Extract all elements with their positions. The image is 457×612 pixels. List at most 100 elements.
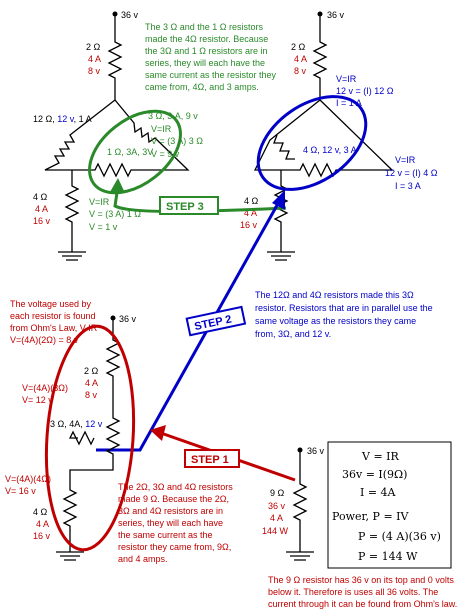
svg-text:series, they will each have: series, they will each have (118, 518, 223, 528)
tr-r4-current: 4 A (244, 208, 257, 218)
top-left-circuit (44, 11, 190, 261)
mid-r2-voltage: 8 v (85, 390, 98, 400)
svg-text:the 3Ω and 1 Ω resistors are: the 3Ω and 1 Ω resistors are in (145, 46, 268, 56)
tl-r3-eq-2: V = (3 A) 3 Ω (151, 136, 203, 146)
tr-r12-eq-2: 12 v = (I) 12 Ω (336, 86, 394, 96)
mid-9ohm-note: The 2Ω, 3Ω and 4Ω resistors made 9 Ω. Be… (118, 482, 233, 564)
svg-text:made 9 Ω. Because the 2Ω,: made 9 Ω. Because the 2Ω, (118, 494, 229, 504)
svg-text:resistor. Resistors that are i: resistor. Resistors that are in parallel… (255, 303, 433, 313)
bottom-circuit (286, 447, 314, 561)
svg-text:The voltage used by: The voltage used by (10, 299, 92, 309)
svg-text:the same current as the: the same current as the (118, 530, 213, 540)
bot-r9-voltage: 36 v (268, 501, 286, 511)
svg-text:The 12Ω and 4Ω resistors made: The 12Ω and 4Ω resistors made this 3Ω (255, 290, 414, 300)
eq-line-6: P = 144 W (358, 550, 418, 563)
eq-line-1: V = IR (361, 450, 399, 463)
eq-line-3: I = 4A (360, 486, 397, 499)
bot-r9-current: 4 A (270, 513, 283, 523)
tl-r3-eq-3: V = 9 v (151, 149, 180, 159)
mid-source-voltage: 36 v (119, 314, 137, 324)
tr-r4-label: 4 Ω (244, 196, 259, 206)
mid-step2-note: The 12Ω and 4Ω resistors made this 3Ω re… (255, 290, 433, 339)
step2-arrow (96, 199, 282, 452)
svg-text:from Ohm's Law, V-IR: from Ohm's Law, V-IR (10, 323, 98, 333)
top-right-circuit (253, 11, 394, 261)
tl-source-voltage: 36 v (121, 10, 139, 20)
tr-r4b-eq-2: 12 v = (I) 4 Ω (385, 168, 438, 178)
tl-r1-eq-3: V = 1 v (89, 222, 118, 232)
tr-r4b-label: 4 Ω, 12 v, 3 A (303, 145, 357, 155)
svg-text:same current as the resistor t: same current as the resistor they (145, 70, 277, 80)
tl-r3-eq-1: V=IR (151, 124, 172, 134)
mid-r4-voltage: 16 v (33, 531, 51, 541)
step2-blue-ellipse (256, 95, 368, 191)
step3-arrowhead (110, 178, 125, 193)
bot-r9-power: 144 W (262, 526, 289, 536)
tl-r1-eq-2: V = (3 A) 1 Ω (89, 209, 141, 219)
step1-red-ellipse (44, 324, 136, 552)
svg-text:current through it can be foun: current through it can be found from Ohm… (268, 599, 457, 609)
tr-source-voltage: 36 v (327, 10, 345, 20)
svg-text:V=(4A)(2Ω) = 8 v: V=(4A)(2Ω) = 8 v (10, 335, 79, 345)
step1-box (184, 449, 240, 468)
tr-r4-voltage: 16 v (240, 220, 258, 230)
svg-text:each resistor is found: each resistor is found (10, 311, 96, 321)
tr-r4b-eq-1: V=IR (395, 155, 416, 165)
step3-green-ellipse (88, 109, 182, 195)
step3-box (159, 196, 219, 215)
mid-r2-current: 4 A (85, 378, 98, 388)
eq-line-4: Power, P = IV (332, 510, 410, 523)
svg-text:below it. Therefore is uses al: below it. Therefore is uses all 36 volts… (268, 587, 438, 597)
svg-text:The 2Ω, 3Ω and 4Ω resistors: The 2Ω, 3Ω and 4Ω resistors (118, 482, 233, 492)
svg-text:and 4 amps.: and 4 amps. (118, 554, 168, 564)
mid-r4-current: 4 A (36, 519, 49, 529)
step2-box (185, 305, 247, 337)
step1-arrowhead (150, 425, 166, 441)
mid-eq3-1: V=(4A)(4Ω) (5, 474, 51, 484)
mid-r3-label: 3 Ω, 4A, 12 v (50, 419, 103, 429)
eq-line-2: 36v = I(9Ω) (342, 468, 407, 481)
svg-text:from, 3Ω, and 12 v.: from, 3Ω, and 12 v. (255, 329, 331, 339)
tl-r4-label: 4 Ω (33, 192, 48, 202)
tr-r2-current: 4 A (294, 54, 307, 64)
eq-line-5: P = (4 A)(36 v) (358, 530, 441, 543)
svg-text:series, they will each have th: series, they will each have the (145, 58, 265, 68)
svg-text:3Ω and 4Ω resistors are in: 3Ω and 4Ω resistors are in (118, 506, 223, 516)
tr-r12-eq-1: V=IR (336, 74, 357, 84)
step2-box-group: STEP 2 (185, 305, 247, 337)
mid-r2-label: 2 Ω (84, 366, 99, 376)
svg-text:came from, 4Ω, and 3 amps.: came from, 4Ω, and 3 amps. (145, 82, 259, 92)
tl-r2-current: 4 A (88, 54, 101, 64)
svg-text:made the 4Ω resistor. Because: made the 4Ω resistor. Because (145, 34, 268, 44)
step3-label: STEP 3 (166, 201, 204, 213)
tl-r4-voltage: 16 v (33, 216, 51, 226)
svg-text:The 3 Ω and the 1 Ω resistors: The 3 Ω and the 1 Ω resistors (145, 22, 264, 32)
mid-eq2-2: V= 12 v (22, 395, 53, 405)
step2-arrowhead (272, 190, 285, 210)
svg-text:same voltage as the resistors: same voltage as the resistors they came (255, 316, 416, 326)
mid-eq3-2: V= 16 v (5, 486, 36, 496)
middle-circuit (56, 315, 121, 561)
tl-r12-label: 12 Ω, 12 v, 1 A (33, 114, 92, 124)
bot-source-voltage: 36 v (307, 446, 325, 456)
step1-label: STEP 1 (191, 454, 229, 466)
mid-eq2-1: V=(4A)(3Ω) (22, 383, 68, 393)
mid-voltage-note: The voltage used by each resistor is fou… (10, 299, 98, 345)
tr-r12-eq-3: I = 1 A (336, 98, 362, 108)
equation-box (327, 441, 452, 569)
mid-r4-label: 4 Ω (33, 507, 48, 517)
tl-note: The 3 Ω and the 1 Ω resistors made the 4… (145, 22, 277, 92)
tl-r1-eq-1: V=IR (89, 197, 110, 207)
tr-r2-voltage: 8 v (294, 66, 307, 76)
svg-text:resistor they came from, 9Ω,: resistor they came from, 9Ω, (118, 542, 231, 552)
bot-r9-label: 9 Ω (270, 488, 285, 498)
tl-r2-voltage: 8 v (88, 66, 101, 76)
bottom-note: The 9 Ω resistor has 36 v on its top and… (268, 575, 457, 609)
svg-text:The 9 Ω resistor has 36 v on i: The 9 Ω resistor has 36 v on its top and… (268, 575, 454, 585)
tl-r4-current: 4 A (35, 204, 48, 214)
tr-r4b-eq-3: I = 3 A (395, 181, 421, 191)
tr-r2-label: 2 Ω (291, 42, 306, 52)
tl-r1-label: 1 Ω, 3A, 3V (107, 147, 153, 157)
